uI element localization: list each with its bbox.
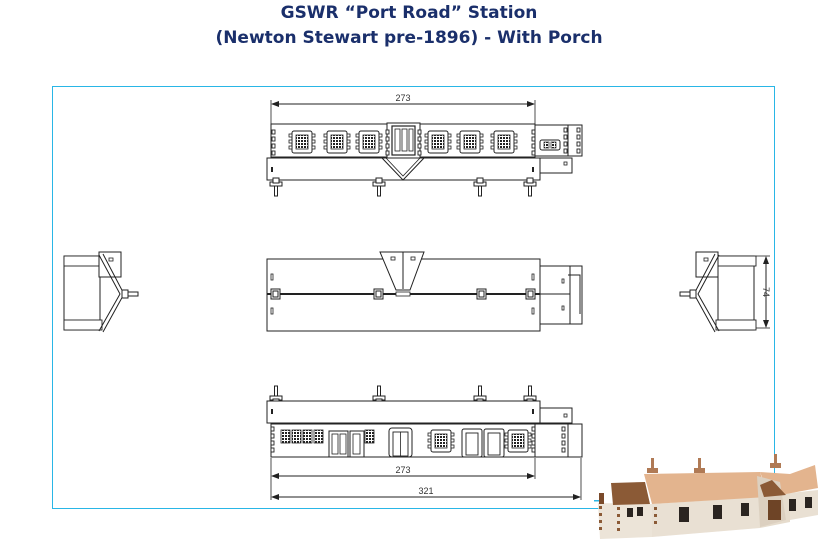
left-end-view — [63, 251, 139, 333]
rear-elevation: 273 321 — [266, 385, 583, 500]
front-elevation: 273 — [266, 93, 583, 197]
title-line-1: GSWR “Port Road” Station — [280, 3, 538, 23]
right-end-view: 74 — [679, 251, 771, 333]
building-render-photo — [594, 454, 818, 539]
rear-dimension-321: 321 — [418, 486, 433, 496]
right-dimension-74: 74 — [761, 287, 771, 297]
plan-view — [266, 251, 583, 332]
front-dimension-273: 273 — [395, 93, 410, 103]
title-line-2: (Newton Stewart pre-1896) - With Porch — [215, 28, 603, 48]
drawing-frame — [52, 86, 775, 509]
rear-dimension-273: 273 — [395, 465, 410, 475]
